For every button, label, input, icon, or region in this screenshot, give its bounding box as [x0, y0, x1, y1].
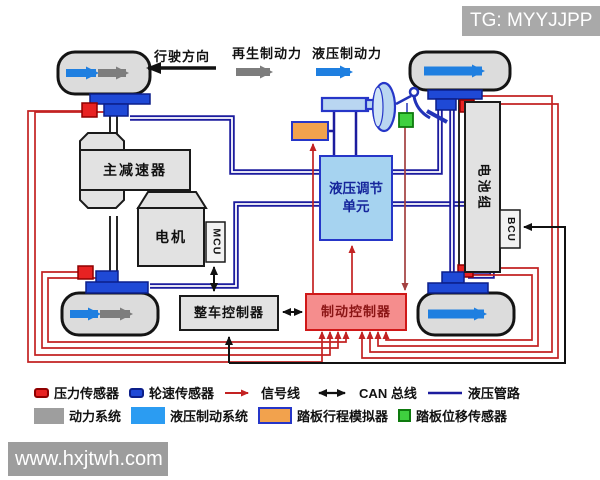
- top-arrows: [146, 62, 353, 79]
- fl-caliper-mount: [89, 93, 151, 105]
- power-system-swatch-icon: [34, 407, 64, 424]
- legend-item-signal-line: 信号线: [224, 383, 300, 402]
- regen-braking-label: 再生制动力: [231, 45, 302, 61]
- legend-row-1: 压力传感器 轮速传感器 信号线 CAN 总线 液压管路: [34, 383, 530, 402]
- mcu-box: [205, 221, 226, 263]
- vcu-label: 整车控制器: [193, 304, 264, 320]
- can-bus-arrow-icon: [318, 388, 347, 397]
- signal-line-fl-pressure: [27, 110, 326, 363]
- signal-line-arrow-icon: [225, 389, 250, 396]
- legend-label: CAN 总线: [359, 386, 417, 401]
- pedal-pad: [426, 109, 448, 124]
- motor-roof: [136, 191, 208, 209]
- site-watermark: www.hxjtwh.com: [8, 442, 168, 476]
- hydraulic-unit-label: 液压调节单元: [329, 181, 383, 214]
- legend-item-hydraulic-line: 液压管路: [427, 383, 520, 402]
- legend-item-pressure-sensor: 压力传感器: [34, 383, 119, 402]
- tg-watermark-badge: TG: MYYJJPP: [462, 6, 600, 36]
- tire-force-arrows: [66, 64, 487, 321]
- legend-label: 压力传感器: [54, 386, 120, 401]
- legend-label: 轮速传感器: [149, 386, 215, 401]
- legend-label: 动力系统: [69, 409, 122, 424]
- rl-pressure-sensor: [77, 265, 94, 280]
- hydraulic-line-rear-left-inner: [150, 203, 320, 287]
- hydraulic-line-front-left-inner: [130, 117, 320, 173]
- legend-item-pedal-simulator: 踏板行程模拟器: [258, 406, 388, 425]
- hydraulic-braking-label: 液压制动力: [311, 45, 382, 61]
- legend-label: 踏板位移传感器: [416, 409, 508, 424]
- rl-caliper-mount: [85, 281, 149, 294]
- hydraulic-brake-swatch-icon: [131, 407, 166, 424]
- brake-controller-label: 制动控制器: [320, 303, 391, 319]
- brake-controller-box: [305, 293, 407, 331]
- pedal-lever: [412, 95, 431, 120]
- legend-item-hydraulic-brake-system: 液压制动系统: [131, 406, 248, 425]
- master-cylinder: [320, 96, 370, 113]
- main-reducer-label: 主减速器: [103, 161, 167, 178]
- signal-line-rl-wheelspeed: [47, 277, 350, 343]
- pedal-displacement-swatch-icon: [398, 409, 412, 422]
- booster-disc: [372, 86, 384, 128]
- signal-line-fr-pressure: [358, 103, 559, 359]
- rl-wheel-speed-sensor: [95, 270, 119, 284]
- wheel-speed-sensor-swatch-icon: [129, 387, 145, 398]
- legend-label: 液压管路: [467, 386, 520, 401]
- legend-label: 踏板行程模拟器: [297, 409, 389, 424]
- mcu-label: MCU: [210, 228, 223, 256]
- legend-item-pedal-displacement-sensor: 踏板位移传感器: [398, 406, 507, 425]
- legend-item-power-system: 动力系统: [34, 406, 121, 425]
- signal-lines: [27, 95, 559, 363]
- battery-pack-box: [464, 101, 501, 273]
- hydraulic-lines: [130, 94, 495, 289]
- signal-line-fr-wheelspeed: [366, 95, 553, 353]
- motor-box: [137, 207, 205, 267]
- rr-wheel-speed-sensor: [441, 271, 465, 284]
- legend-row-2: 动力系统 液压制动系统 踏板行程模拟器 踏板位移传感器: [34, 406, 517, 425]
- pedal-pushrod: [395, 94, 412, 106]
- bcu-box: [499, 209, 521, 249]
- legend-label: 信号线: [261, 386, 301, 401]
- hydraulic-unit-box: [319, 155, 393, 241]
- main-reducer-box: [79, 149, 191, 191]
- pressure-sensor-swatch-icon: [34, 387, 49, 398]
- can-bus-lines: [210, 223, 566, 364]
- can-line-to-bcu: [229, 223, 566, 364]
- rr-caliper-mount: [427, 282, 489, 294]
- fr-wheel-speed-sensor: [435, 98, 457, 111]
- pedal-simulator-swatch-icon: [258, 407, 293, 424]
- legend-label: 液压制动系统: [170, 409, 249, 424]
- fr-caliper-mount: [427, 89, 483, 100]
- legend-item-can-bus: CAN 总线: [310, 383, 417, 402]
- pedal-pivot: [408, 86, 420, 98]
- fl-pressure-sensor: [81, 102, 98, 118]
- pedal-displacement-sensor: [398, 112, 414, 128]
- vcu-box: [179, 295, 279, 331]
- signal-line-rr-wheelspeed: [382, 274, 533, 341]
- fl-wheel-speed-sensor: [103, 103, 129, 117]
- pedal-travel-simulator: [291, 121, 329, 141]
- signal-line-rr-pressure: [374, 267, 539, 347]
- legend-item-wheel-speed-sensor: 轮速传感器: [129, 383, 214, 402]
- motor-label: 电机: [155, 228, 187, 245]
- hydraulic-line-icon: [427, 391, 462, 394]
- drive-direction-label: 行驶方向: [153, 48, 210, 64]
- battery-pack-label: 电池组: [475, 162, 491, 211]
- bcu-label: BCU: [504, 216, 516, 242]
